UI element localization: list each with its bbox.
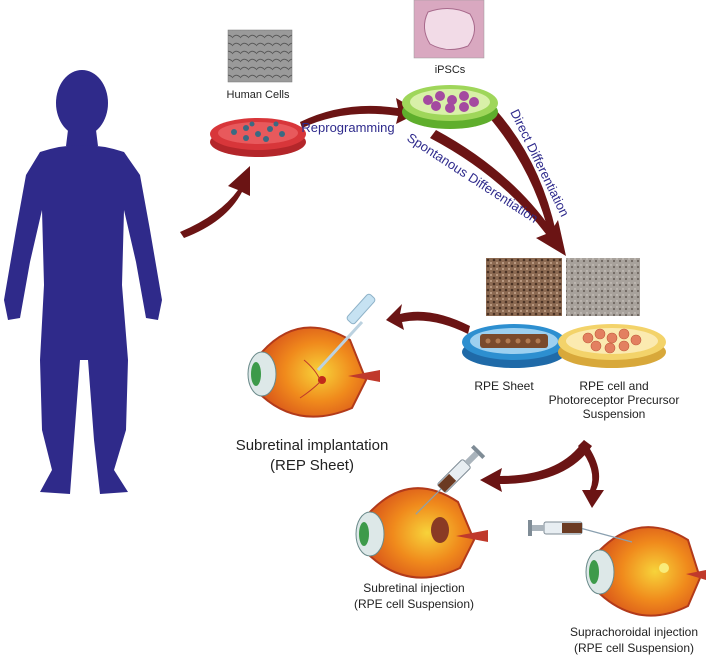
arrow-ipscs-to-rpe-2 [488,110,560,238]
arrow-rpe-to-implantation [386,304,470,334]
arrow-body-to-cells [180,166,250,238]
rpe-suspension-label-1: RPE cell and [579,379,648,393]
arrow-suspension-to-injection [480,440,592,492]
rpe-suspension-dish-icon [558,324,666,368]
arrows [180,98,604,508]
suprachoroidal-injection-label-1: Suprachoroidal injection [570,625,698,639]
human-cells-micrograph-icon [227,29,293,83]
subretinal-injection-label-1: Subretinal injection [363,581,464,595]
rpe-suspension-label-3: Suspension [583,407,646,421]
syringe-icon-2 [528,520,633,543]
pipette-icon [316,293,376,372]
reprogramming-label: Reprogramming [301,120,394,135]
rpe-sheet-label: RPE Sheet [474,379,534,393]
eye-suprachoroidal-injection-icon [585,526,706,617]
ipscs-label: iPSCs [435,64,466,76]
human-cells-dish-icon [210,118,306,157]
eye-implantation-icon [247,326,380,418]
subretinal-injection-label-2: (RPE cell Suspension) [354,597,474,611]
arrow-suspension-to-suprachoroidal [578,440,604,508]
subretinal-implantation-label-2: (REP Sheet) [270,457,354,474]
rpe-suspension-label-2: Photoreceptor Precursor [549,393,680,407]
eye-subretinal-injection-icon [355,487,488,579]
arrow-cells-to-ipscs [300,98,420,128]
human-cells-label: Human Cells [227,89,290,101]
rpe-suspension-micrograph-icon [566,258,640,316]
rpe-sheet-micrograph-icon [486,258,562,316]
arrow-ipscs-to-rpe [430,130,566,256]
subretinal-implantation-label-1: Subretinal implantation [236,437,389,454]
suprachoroidal-injection-label-2: (RPE cell Suspension) [574,641,694,655]
ipscs-dish-icon [402,85,498,129]
rpe-sheet-dish-icon [462,324,566,368]
human-silhouette-icon [4,70,162,494]
syringe-icon [415,444,486,515]
